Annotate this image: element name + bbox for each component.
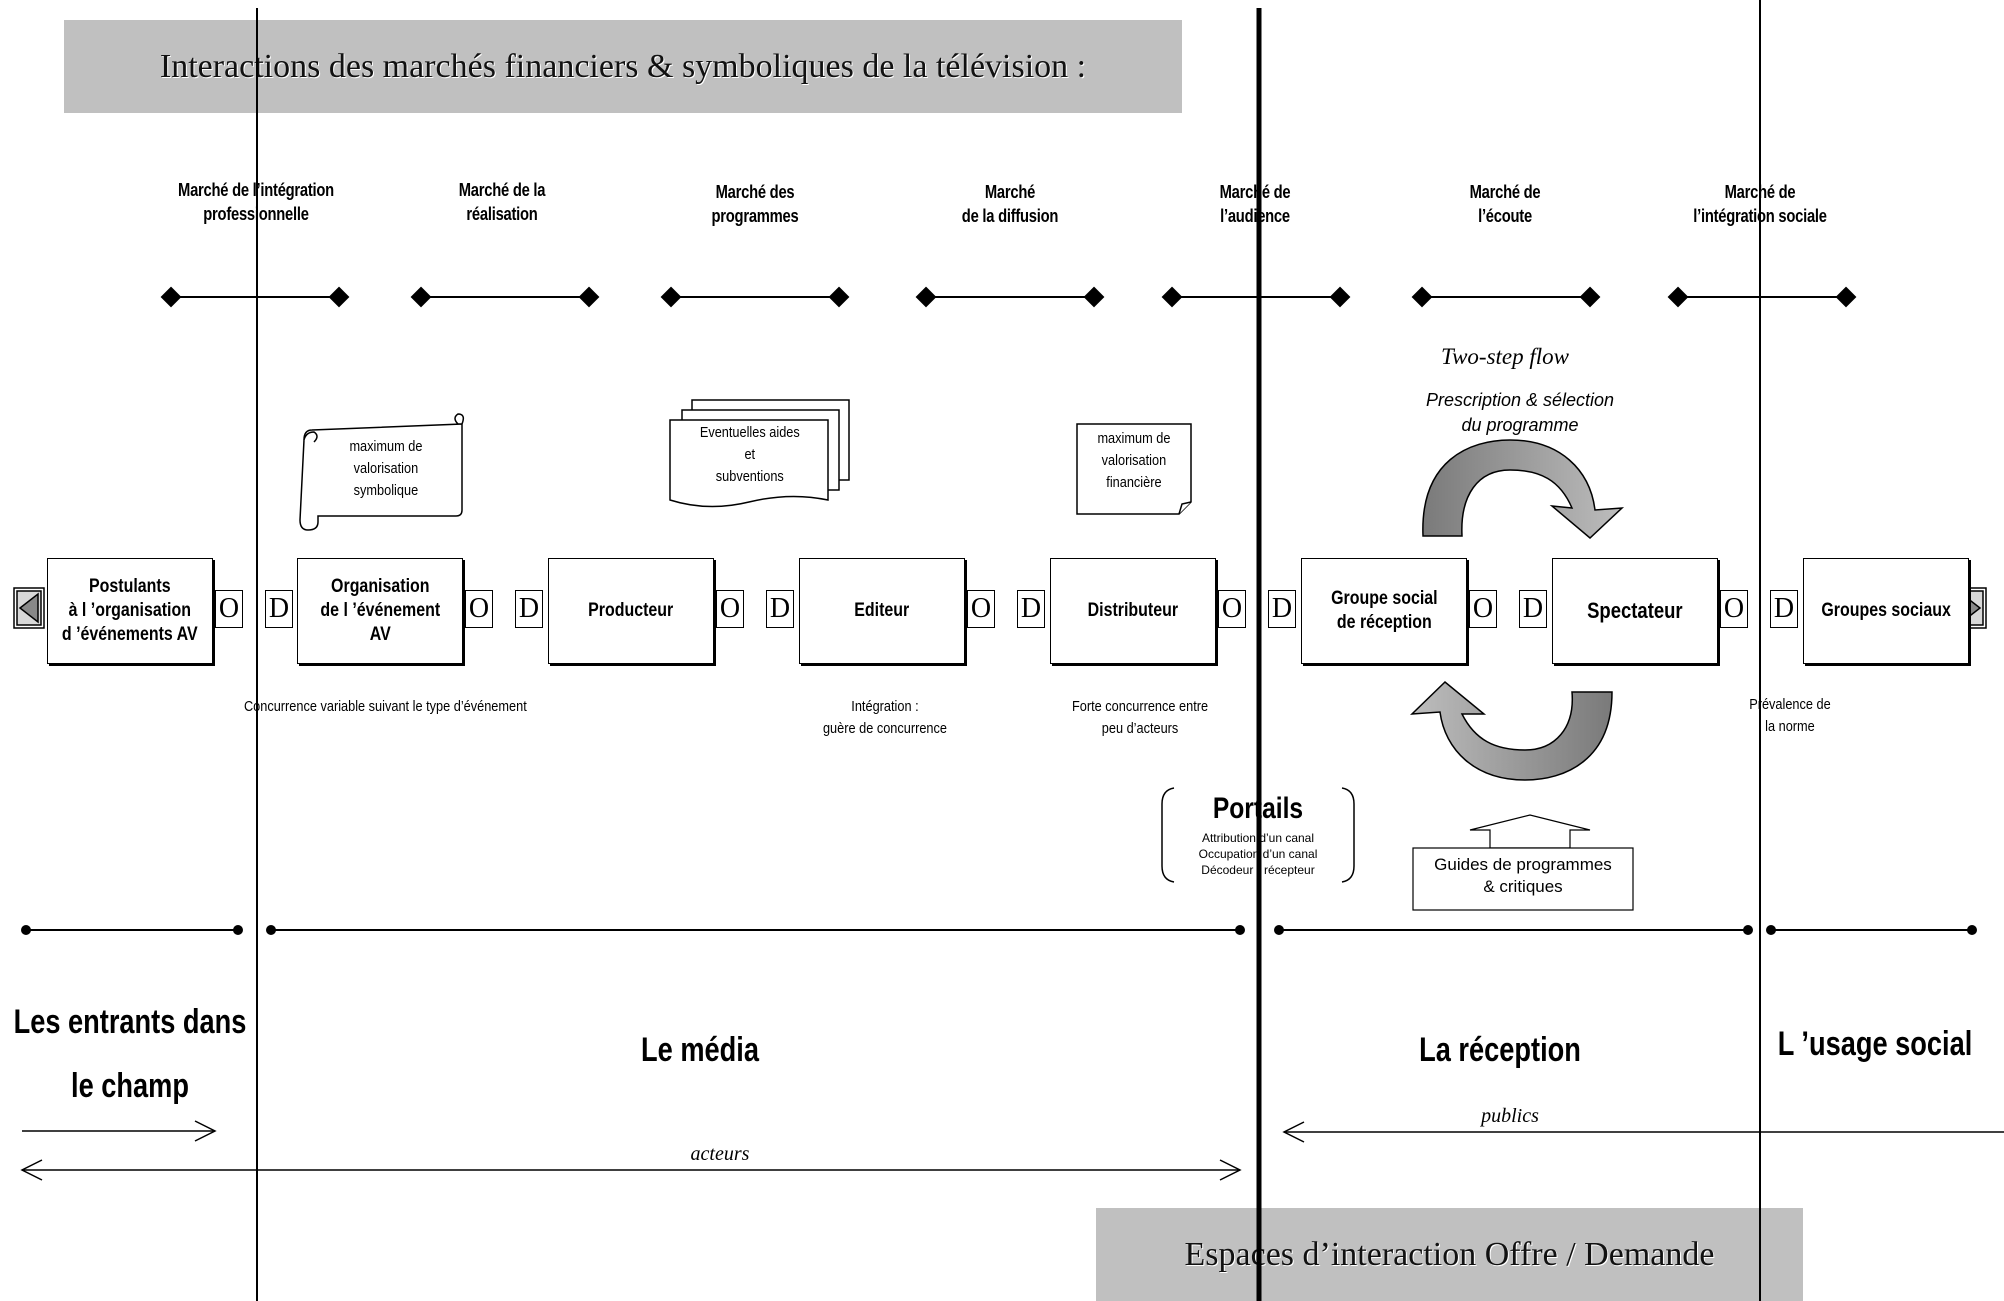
actor-groupes-sociaux: Groupes sociaux	[1803, 558, 1969, 664]
note-concurrence-variable: Concurrence variable suivant le type d’é…	[243, 698, 527, 715]
demand-box: D	[1017, 590, 1045, 628]
bottom-arrows	[20, 1120, 2004, 1181]
portails-bracket	[1161, 787, 1355, 883]
note-integration: Intégration :guère de concurrence	[822, 698, 948, 737]
scroll-shape	[299, 413, 465, 531]
title-text: Interactions des marchés financiers & sy…	[159, 47, 1087, 85]
guides-box: Guides de programmes& critiques	[1434, 855, 1612, 896]
footer-banner: Espaces d’interaction Offre / Demande	[1096, 1208, 1803, 1301]
label-publics: publics	[1481, 1105, 1539, 1127]
demand-box: D	[1519, 590, 1547, 628]
offer-box: O	[1469, 590, 1497, 628]
offer-box: O	[967, 590, 995, 628]
folded-note	[1076, 423, 1192, 515]
two-step-title: Two-step flow	[1440, 344, 1569, 369]
actor-editeur: Editeur	[799, 558, 965, 664]
offer-box: O	[716, 590, 744, 628]
demand-box: D	[766, 590, 794, 628]
two-step-arrows	[1409, 439, 1625, 781]
footer-text: Espaces d’interaction Offre / Demande	[1184, 1235, 1715, 1273]
offer-box: O	[1218, 590, 1246, 628]
market-lines	[160, 286, 1857, 308]
demand-box: D	[515, 590, 543, 628]
zone-lines	[21, 925, 1977, 935]
demand-box: D	[1770, 590, 1798, 628]
actor-spectateur: Spectateur	[1552, 558, 1718, 664]
label-acteurs: acteurs	[690, 1143, 750, 1165]
offer-box: O	[1720, 590, 1748, 628]
actor-distributeur: Distributeur	[1050, 558, 1216, 664]
zone-usage-social: L ’usage social	[1777, 1025, 1973, 1063]
zone-reception: La réception	[1419, 1031, 1581, 1069]
guides-arrow	[1469, 814, 1591, 849]
title-banner: Interactions des marchés financiers & sy…	[64, 20, 1182, 113]
zone-media: Le média	[641, 1031, 759, 1069]
demand-box: D	[1268, 590, 1296, 628]
documents-shape	[669, 399, 850, 508]
portails-title: Portails	[1212, 792, 1304, 825]
portails-list: Attribution d’un canal Occupation d’un c…	[1198, 831, 1318, 877]
offer-box: O	[465, 590, 493, 628]
offer-box: O	[215, 590, 243, 628]
demand-box: D	[265, 590, 293, 628]
actor-producteur: Producteur	[548, 558, 714, 664]
